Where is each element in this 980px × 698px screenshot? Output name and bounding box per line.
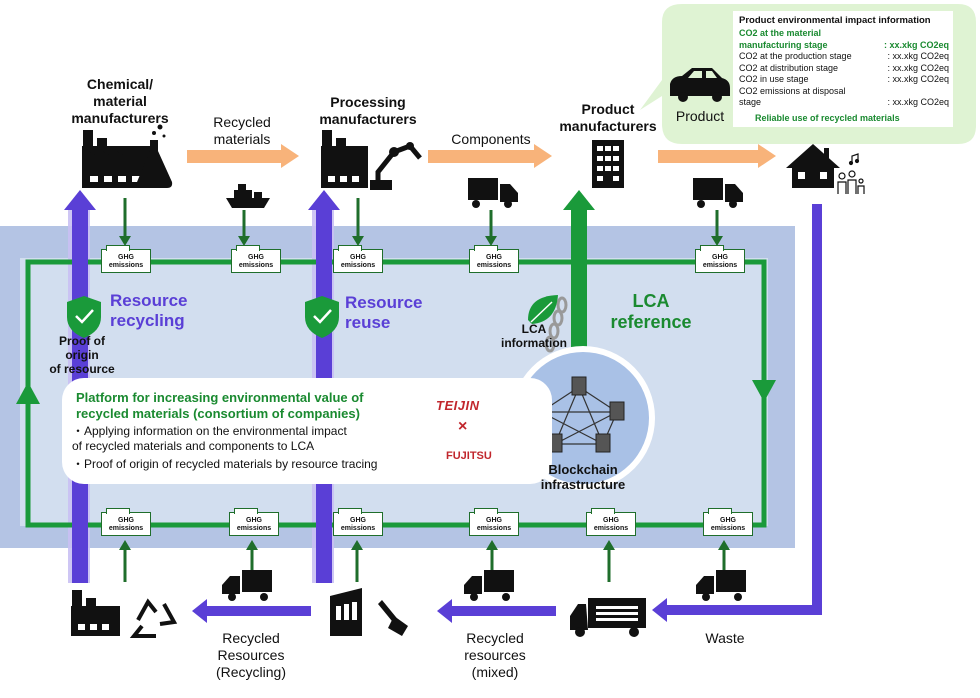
factory-icon-recycling [71,590,120,636]
orange-arrow-3 [658,150,758,163]
proof-of-origin-label: Proof of origin of resource [49,334,115,376]
orange-arrow-1 [187,150,281,163]
recycled-resources-mixed-label: Recycled resources (mixed) [464,630,526,680]
ghg-box-bottom-5: GHG emissions [586,508,636,536]
info-row: CO2 emissions at disposal stage : xx.xkg … [739,86,949,109]
ghg-box-bottom-3: GHG emissions [333,508,383,536]
teijin-logo: TEIJIN [436,398,480,413]
ship-icon [226,184,270,208]
info-row-label: CO2 in use stage [739,74,809,84]
lca-reference-arrow-head [563,190,595,210]
info-row: CO2 at the material manufacturing stage:… [739,28,949,51]
platform-bullet-2: ・Proof of origin of recycled materials b… [72,457,378,471]
truck-icon-bottom-3 [696,570,746,601]
ghg-box-top-5: GHG emissions [695,245,745,273]
recycle-icon [129,598,178,638]
truck-icon-bottom-2 [464,570,514,601]
info-row-value: : xx.xkg CO2eq [883,39,949,50]
hammer-icon [378,600,408,636]
ghg-box-top-4: GHG emissions [469,245,519,273]
product-label: Product [675,108,725,124]
loop-arrow-up [16,382,40,404]
info-row-value: : xx.xkg CO2eq [887,62,949,73]
car-icon [670,68,730,102]
info-footer: Reliable use of recycled materials [755,113,900,123]
purple-arrow-recycling [205,606,311,616]
flask-icon [136,124,173,188]
recycled-resources-recycling-label: Recycled Resources (Recycling) [215,630,286,680]
building-icon [592,140,624,188]
truck-icon-top-product [693,178,743,208]
ghg-box-top-1: GHG emissions [101,245,151,273]
waste-label: Waste [705,630,745,646]
factory-icon-chemical [82,130,150,188]
lca-information-label: LCA information [501,322,567,350]
times-symbol: × [458,418,468,435]
platform-box: Platform for increasing environmental va… [62,378,552,484]
ghg-box-top-3: GHG emissions [333,245,383,273]
lca-reference-arrow-shaft [571,210,587,370]
recycling-plant-icon [330,588,362,636]
blockchain-label: Blockchain infrastructure [540,462,626,492]
garbage-truck-icon [570,598,646,637]
lca-leaf-icon [528,295,558,324]
robot-arm-icon [370,142,422,190]
platform-title: Platform for increasing environmental va… [76,390,364,421]
info-row-value: : xx.xkg CO2eq [887,51,949,61]
family-icon [837,153,865,194]
loop-arrow-down [752,380,776,402]
info-row-label: CO2 at the material manufacturing stage [739,28,828,50]
chemical-manufacturers-label: Chemical/ material manufacturers [71,76,169,126]
truck-icon-bottom-1 [222,570,272,601]
fujitsu-logo: FUJITSU [446,450,492,462]
processing-manufacturers-label: Processing manufacturers [319,94,417,127]
components-label: Components [451,131,531,147]
shield-icon-left [67,296,101,338]
purple-arrow-mixed [450,606,556,616]
info-row: CO2 at the production stage : xx.xkg CO2e… [739,51,949,63]
info-row: CO2 at distribution stage : xx.xkg CO2eq [739,63,949,75]
info-row: CO2 in use stage : xx.xkg CO2eq [739,74,949,86]
orange-arrow-2 [428,150,534,163]
chain-link-icon [544,296,568,353]
shield-icon-mid [305,296,339,338]
lca-reference-label: LCA reference [610,291,692,332]
house-icon [786,144,840,188]
resource-recycling-label: Resource recycling [110,291,188,330]
info-title: Product environmental impact information [739,15,931,26]
ghg-box-top-2: GHG emissions [231,245,281,273]
info-rows: CO2 at the material manufacturing stage:… [739,28,949,109]
info-row-value: : xx.xkg CO2eq [887,97,949,107]
platform-bullet-1: ・Applying information on the environment… [72,424,347,453]
ghg-box-bottom-4: GHG emissions [469,508,519,536]
factory-icon-processing [321,130,368,188]
resource-reuse-label: Resource reuse [345,293,423,332]
purple-waste-left [665,605,822,615]
info-row-label: CO2 at the production stage [739,51,852,61]
purple-waste-down [812,204,822,614]
info-row-label: CO2 at distribution stage [739,62,839,73]
product-manufacturers-label: Product manufacturers [559,101,657,134]
product-info-panel: Product environmental impact information… [733,11,953,127]
info-row-value: : xx.xkg CO2eq [887,74,949,84]
ghg-box-bottom-1: GHG emissions [101,508,151,536]
info-row-label: CO2 emissions at disposal stage [739,85,846,108]
recycled-materials-label: Recycled materials [213,114,271,147]
ghg-box-bottom-6: GHG emissions [703,508,753,536]
ghg-box-bottom-2: GHG emissions [229,508,279,536]
truck-icon-top-components [468,178,518,208]
